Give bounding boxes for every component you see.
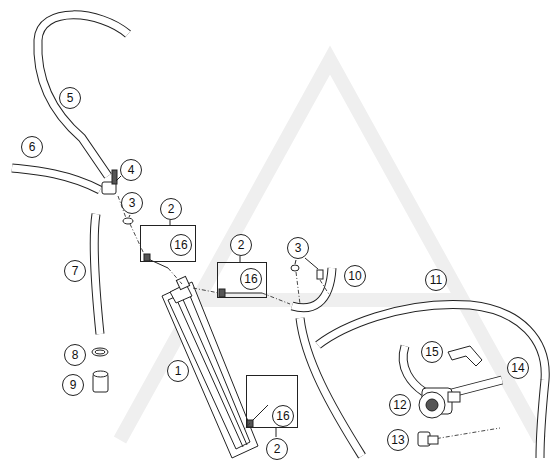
callout-number: 14 <box>511 361 524 375</box>
callout-number: 4 <box>128 163 135 177</box>
callout-circle: 10 <box>344 265 366 287</box>
callout-circle: 8 <box>64 344 86 366</box>
callout-circle: 4 <box>120 159 142 181</box>
callout-circle: 16 <box>272 405 294 427</box>
callout-number: 16 <box>276 409 289 423</box>
callout-number: 16 <box>174 238 187 252</box>
watermark <box>120 60 540 440</box>
callout-number: 8 <box>72 348 79 362</box>
callout-number: 5 <box>67 91 74 105</box>
leader-lines <box>116 176 318 437</box>
callout-circle: 13 <box>387 429 409 451</box>
callout-circle: 16 <box>240 268 262 290</box>
callout-number: 10 <box>348 269 361 283</box>
callout-number: 3 <box>295 241 302 255</box>
callout-number: 2 <box>230 234 252 256</box>
detail-box: 216 <box>246 375 298 428</box>
callout-number: 9 <box>70 378 77 392</box>
callout-circle: 3 <box>121 192 143 214</box>
fittings <box>92 170 323 392</box>
callout-number: 6 <box>29 140 36 154</box>
dashed-assembly-lines <box>118 196 500 440</box>
callout-circle: 9 <box>62 374 84 396</box>
callout-circle: 16 <box>170 234 192 256</box>
detail-box: 216 <box>217 262 267 298</box>
callout-circle: 3 <box>287 237 309 259</box>
callout-number: 3 <box>129 196 136 210</box>
hoses <box>12 15 545 458</box>
callout-circle: 6 <box>21 136 43 158</box>
callout-number: 16 <box>244 272 257 286</box>
callout-circle: 12 <box>389 394 411 416</box>
callout-number: 2 <box>266 438 288 460</box>
callout-number: 11 <box>430 273 442 287</box>
callout-circle: 14 <box>507 357 529 379</box>
callout-circle: 1 <box>167 360 189 382</box>
callout-circle: 15 <box>421 341 443 363</box>
callout-number: 12 <box>393 398 406 412</box>
callout-number: 1 <box>175 364 182 378</box>
callout-circle: 11 <box>425 269 447 291</box>
temperature-sensors <box>144 254 268 427</box>
callout-number: 2 <box>160 198 182 220</box>
detail-box: 216 <box>140 225 196 262</box>
callout-circle: 7 <box>64 260 86 282</box>
cooler <box>162 276 258 458</box>
callout-number: 13 <box>391 433 404 447</box>
callout-circle: 5 <box>59 87 81 109</box>
callout-number: 7 <box>72 264 79 278</box>
callout-number: 15 <box>425 345 438 359</box>
